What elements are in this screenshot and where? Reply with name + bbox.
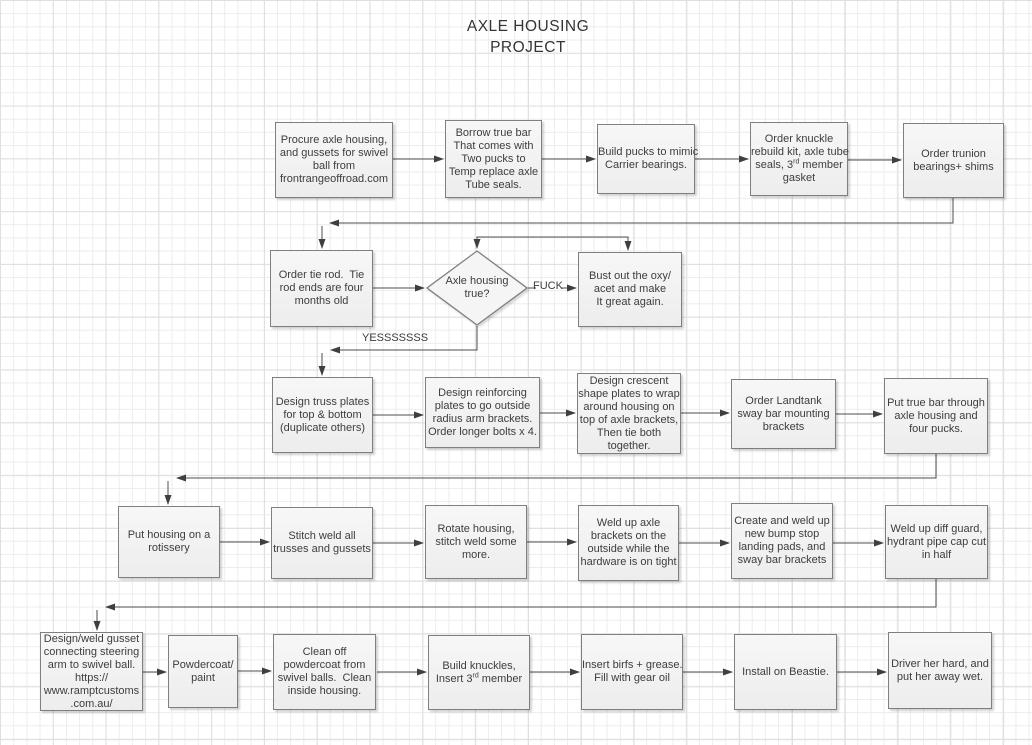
node-build-knuckles-label: Build knuckles,Insert 3rd member (435, 659, 523, 685)
edge-trunion-return[interactable] (329, 198, 954, 227)
node-procure-axle-housing[interactable]: Procure axle housing,and gussets for swi… (275, 122, 393, 198)
edge-decision-yes[interactable] (330, 326, 478, 354)
node-powdercoat-paint-label: Powdercoat/paint (172, 658, 234, 684)
node-build-knuckles[interactable]: Build knuckles,Insert 3rd member (428, 635, 530, 710)
node-insert-birfs[interactable]: Insert birfs + grease.Fill with gear oil (581, 634, 683, 710)
node-procure-axle-housing-label: Procure axle housing,and gussets for swi… (279, 134, 389, 185)
diagram-title[interactable]: AXLE HOUSING PROJECT (398, 16, 658, 58)
label-fuck[interactable]: FUCK (533, 280, 563, 292)
node-decision-axle-housing-true-shape (426, 250, 528, 326)
diagram-title-line2: PROJECT (490, 39, 566, 56)
node-insert-birfs-label: Insert birfs + grease.Fill with gear oil (582, 659, 683, 684)
edge-bust-out-loop[interactable] (473, 236, 632, 251)
node-install-on-beastie[interactable]: Install on Beastie. (734, 634, 837, 710)
label-yes[interactable]: YESSSSSSS (362, 332, 429, 344)
edge-truebar-return[interactable] (176, 454, 937, 482)
node-install-on-beastie-label: Install on Beastie. (742, 665, 829, 678)
node-powdercoat-paint[interactable]: Powdercoat/paint (168, 635, 238, 708)
diagram-title-line1: AXLE HOUSING (466, 18, 590, 35)
edge-diffguard-return[interactable] (105, 579, 937, 611)
